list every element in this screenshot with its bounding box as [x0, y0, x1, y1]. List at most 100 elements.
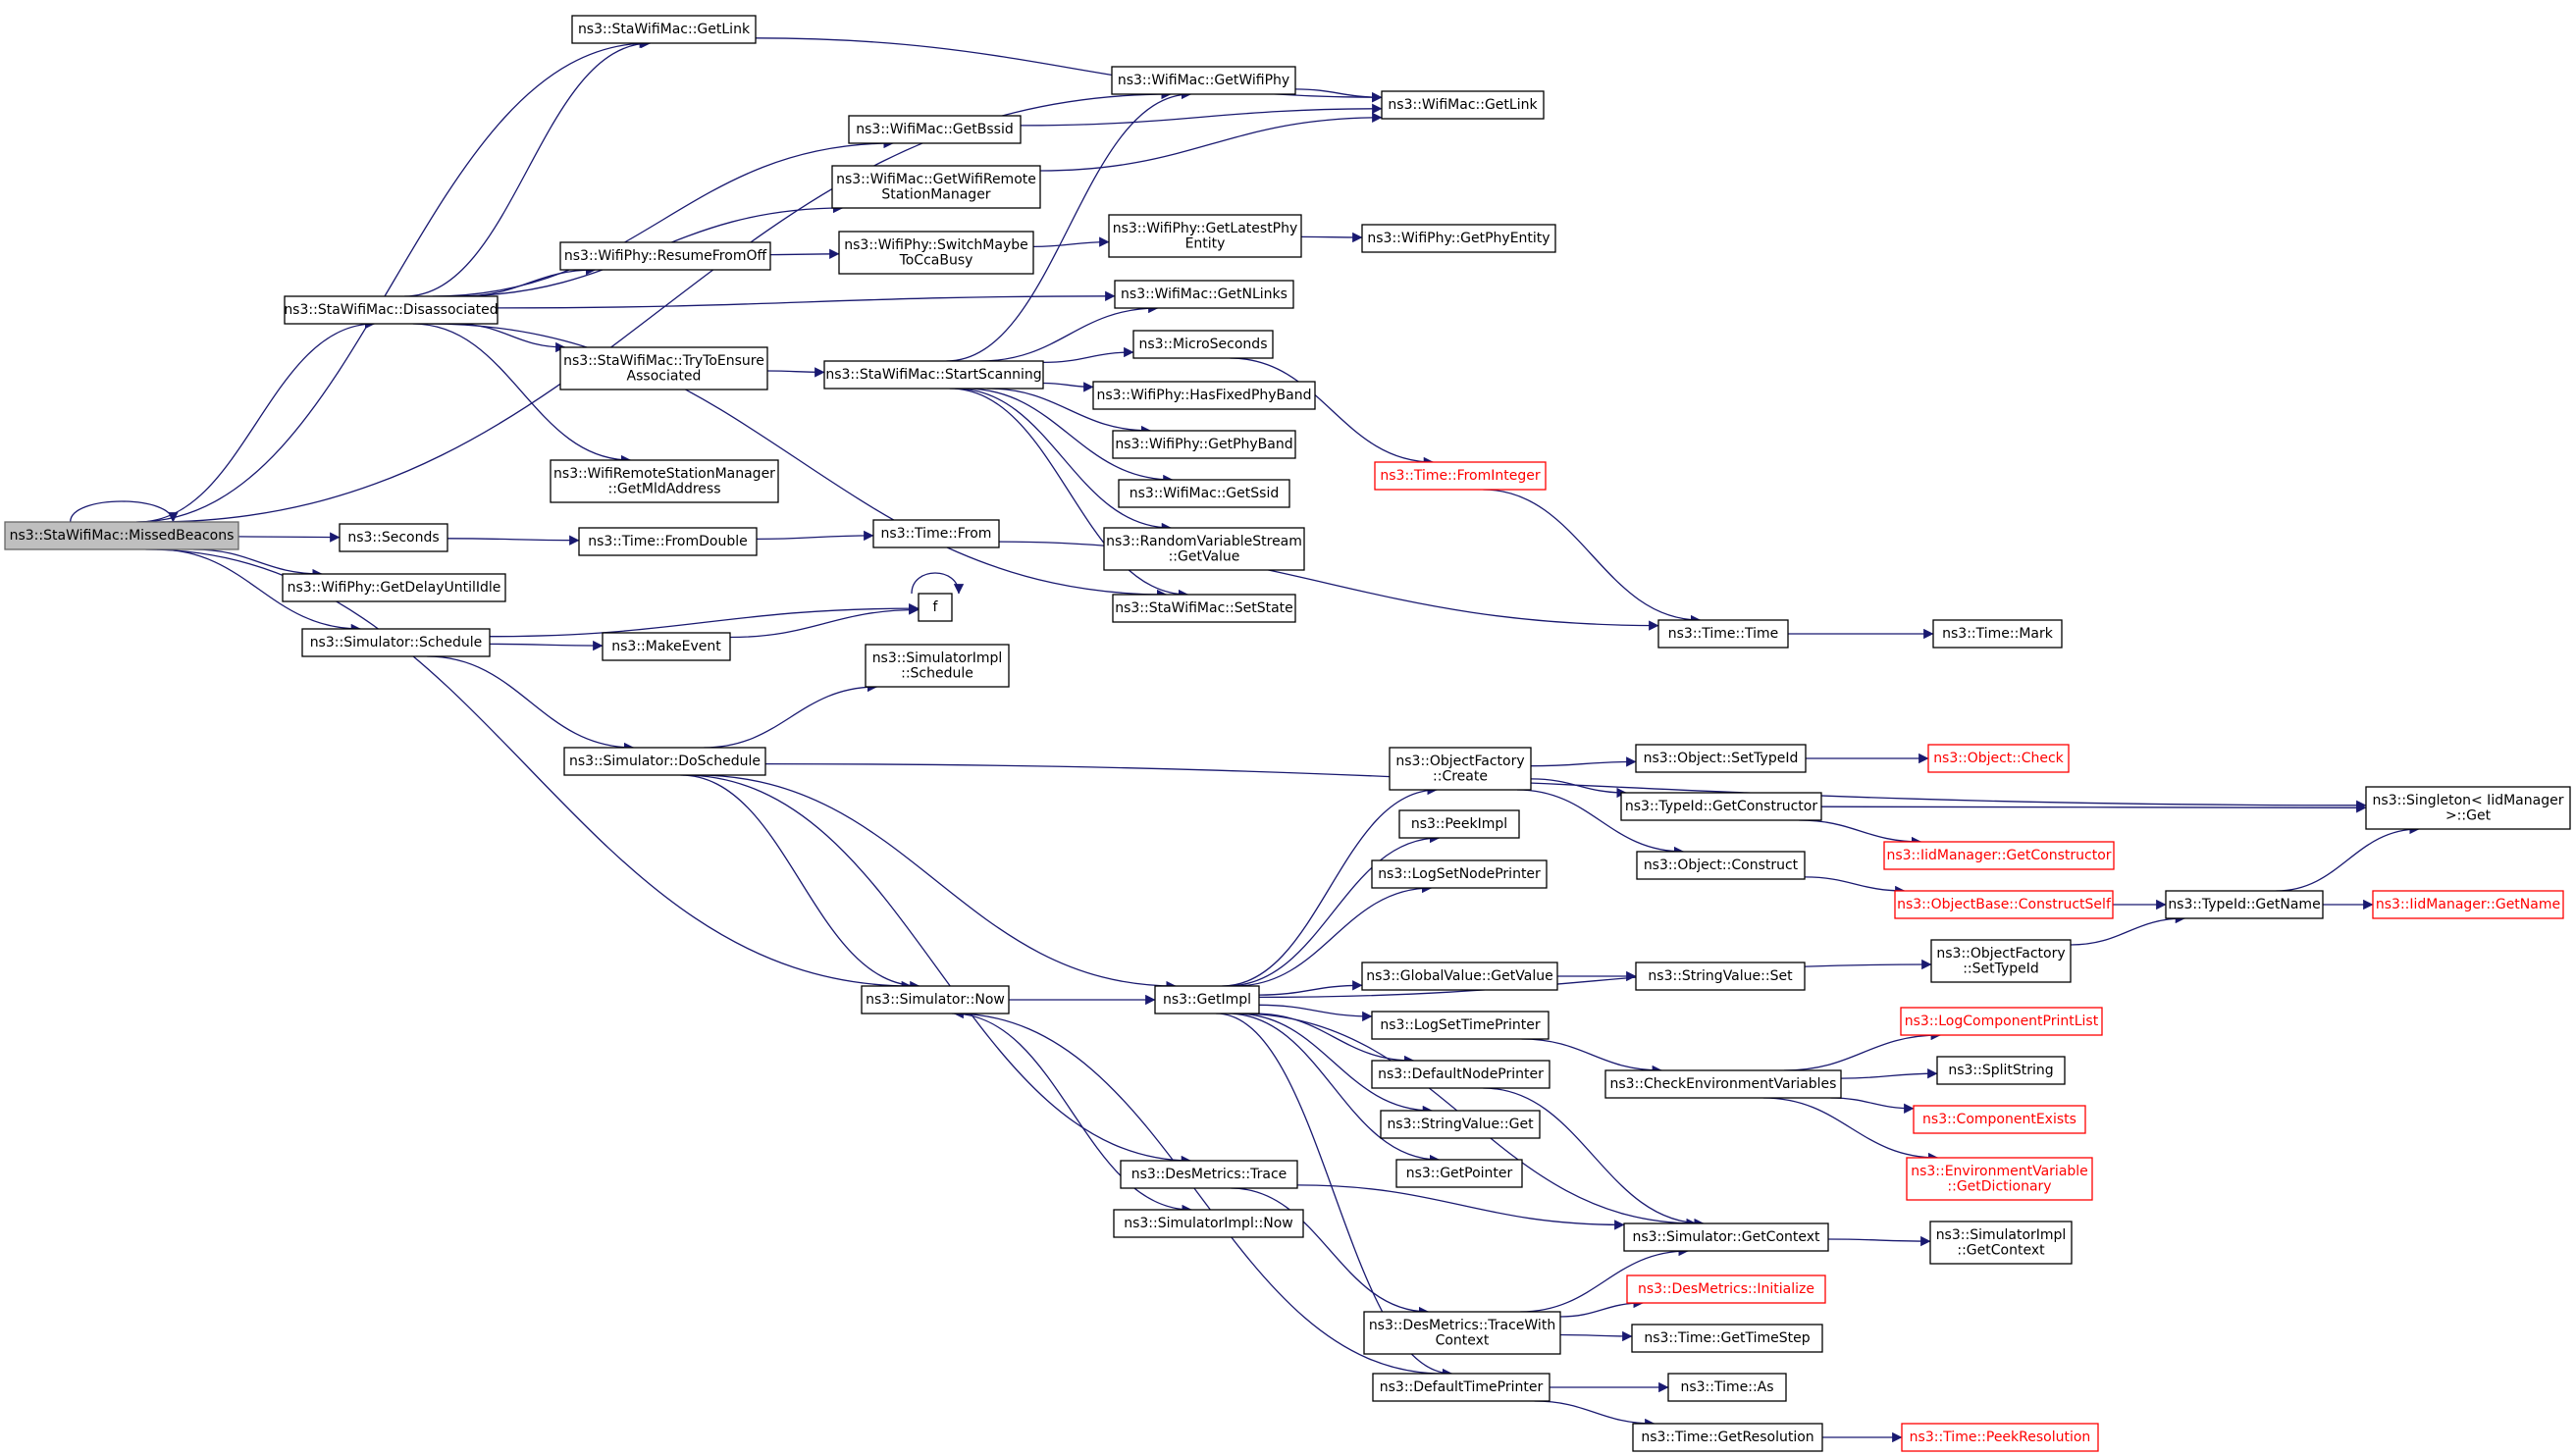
node-checkenv[interactable]: ns3::CheckEnvironmentVariables [1604, 1069, 1842, 1099]
node-splitstring[interactable]: ns3::SplitString [1936, 1056, 2066, 1085]
node-label: ns3::EnvironmentVariable [1911, 1164, 2088, 1179]
node-timemark[interactable]: ns3::Time::Mark [1932, 619, 2063, 649]
node-label: ::Create [1433, 768, 1488, 784]
node-label: ns3::StaWifiMac::SetState [1115, 600, 1293, 616]
node-desminit[interactable]: ns3::DesMetrics::Initialize [1626, 1274, 1826, 1304]
node-fromdouble[interactable]: ns3::Time::FromDouble [578, 527, 758, 556]
node-logcomplist[interactable]: ns3::LogComponentPrintList [1900, 1007, 2103, 1036]
node-doschedule[interactable]: ns3::Simulator::DoSchedule [563, 747, 766, 776]
node-getres[interactable]: ns3::Time::GetResolution [1632, 1423, 1823, 1452]
edge-desmtracectx-to-desminit [1559, 1297, 1644, 1318]
edge-simnow-to-simimplnow [952, 1013, 1192, 1216]
edge-disassoc-to-getbssid [432, 137, 894, 297]
node-box [563, 747, 766, 776]
node-objconstruct[interactable]: ns3::Object::Construct [1636, 851, 1806, 880]
node-label: ::GetMldAddress [608, 481, 721, 496]
node-tidgetname[interactable]: ns3::TypeId::GetName [2165, 890, 2324, 919]
node-micro[interactable]: ns3::MicroSeconds [1132, 330, 1274, 359]
node-f[interactable]: f [918, 593, 953, 622]
node-simimplsched[interactable]: ns3::SimulatorImpl::Schedule [865, 644, 1010, 688]
node-resume[interactable]: ns3::WifiPhy::ResumeFromOff [559, 241, 771, 271]
node-getconstructor[interactable]: ns3::TypeId::GetConstructor [1620, 792, 1822, 821]
node-fromint[interactable]: ns3::Time::FromInteger [1374, 461, 1547, 491]
node-box [1604, 1069, 1842, 1099]
edge-getconstructor-to-iidgetctor [1799, 819, 1922, 848]
node-getlink_sta[interactable]: ns3::StaWifiMac::GetLink [571, 15, 757, 44]
node-envgetdict[interactable]: ns3::EnvironmentVariable::GetDictionary [1906, 1157, 2093, 1201]
node-setstate[interactable]: ns3::StaWifiMac::SetState [1112, 594, 1296, 623]
node-logsettime[interactable]: ns3::LogSetTimePrinter [1371, 1011, 1550, 1040]
node-label: ns3::Simulator::DoSchedule [569, 754, 761, 769]
edge-missed-to-simnow [145, 548, 913, 992]
node-box [1932, 619, 2063, 649]
node-startscan[interactable]: ns3::StaWifiMac::StartScanning [823, 360, 1044, 390]
node-ofsettypeid[interactable]: ns3::ObjectFactory::SetTypeId [1930, 939, 2072, 983]
node-simgetctx[interactable]: ns3::Simulator::GetContext [1623, 1222, 1829, 1252]
node-deftimeprinter[interactable]: ns3::DefaultTimePrinter [1372, 1373, 1550, 1402]
node-getlink_wm[interactable]: ns3::WifiMac::GetLink [1381, 90, 1545, 120]
node-hasfixed[interactable]: ns3::WifiPhy::HasFixedPhyBand [1092, 381, 1316, 410]
node-box [1112, 430, 1296, 459]
node-peekres[interactable]: ns3::Time::PeekResolution [1901, 1423, 2099, 1452]
node-box [1361, 224, 1556, 253]
node-getpointer[interactable]: ns3::GetPointer [1395, 1159, 1523, 1188]
node-box [1906, 1157, 2093, 1201]
node-box [339, 523, 448, 552]
node-missed[interactable]: ns3::StaWifiMac::MissedBeacons [4, 521, 239, 550]
node-label: ns3::WifiMac::GetSsid [1130, 486, 1279, 501]
node-timetime[interactable]: ns3::Time::Time [1657, 619, 1789, 649]
node-constructself[interactable]: ns3::ObjectBase::ConstructSelf [1894, 890, 2114, 919]
node-timefrom[interactable]: ns3::Time::From [872, 519, 1000, 548]
node-getnlinks[interactable]: ns3::WifiMac::GetNLinks [1114, 280, 1294, 309]
node-makeevent[interactable]: ns3::MakeEvent [602, 632, 731, 661]
node-rvsgetvalue[interactable]: ns3::RandomVariableStream::GetValue [1103, 527, 1305, 571]
node-simimplnow[interactable]: ns3::SimulatorImpl::Now [1113, 1209, 1304, 1238]
node-logsetnode[interactable]: ns3::LogSetNodePrinter [1371, 859, 1548, 889]
node-getssid[interactable]: ns3::WifiMac::GetSsid [1118, 479, 1290, 508]
node-iidgetname[interactable]: ns3::IidManager::GetName [2372, 890, 2564, 919]
node-singleton[interactable]: ns3::Singleton< IidManager>::Get [2365, 786, 2571, 830]
node-svget[interactable]: ns3::StringValue::Get [1380, 1110, 1541, 1139]
node-box [578, 527, 758, 556]
node-simsched[interactable]: ns3::Simulator::Schedule [301, 628, 491, 657]
node-svset[interactable]: ns3::StringValue::Set [1635, 962, 1806, 991]
node-desmtrace[interactable]: ns3::DesMetrics::Trace [1120, 1160, 1298, 1189]
edge-switchmaybe-to-getlatest [1032, 236, 1110, 248]
node-simimplgetctx[interactable]: ns3::SimulatorImpl::GetContext [1929, 1221, 2073, 1265]
node-box [1374, 461, 1547, 491]
node-getimpl[interactable]: ns3::GetImpl [1154, 985, 1260, 1014]
node-simnow[interactable]: ns3::Simulator::Now [861, 985, 1010, 1014]
node-label: ns3::Time::PeekResolution [1910, 1430, 2091, 1445]
node-getmld[interactable]: ns3::WifiRemoteStationManager::GetMldAdd… [550, 459, 779, 503]
node-defnodeprinter[interactable]: ns3::DefaultNodePrinter [1371, 1060, 1550, 1089]
node-box [848, 115, 1022, 144]
node-label: ns3::WifiPhy::SwitchMaybe [844, 237, 1028, 253]
node-compexists[interactable]: ns3::ComponentExists [1913, 1105, 2086, 1134]
node-objfactcreate[interactable]: ns3::ObjectFactory::Create [1389, 747, 1532, 791]
node-timeas[interactable]: ns3::Time::As [1667, 1373, 1787, 1402]
node-settypeid[interactable]: ns3::Object::SetTypeId [1635, 744, 1807, 773]
node-gvgetvalue[interactable]: ns3::GlobalValue::GetValue [1361, 962, 1558, 991]
node-gettimestep[interactable]: ns3::Time::GetTimeStep [1631, 1324, 1823, 1353]
node-peekimpl[interactable]: ns3::PeekImpl [1398, 809, 1520, 839]
node-getwrsm[interactable]: ns3::WifiMac::GetWifiRemoteStationManage… [831, 165, 1041, 209]
node-box [284, 295, 499, 325]
edge-missed-to-getdelay [193, 548, 323, 580]
node-getphyband[interactable]: ns3::WifiPhy::GetPhyBand [1112, 430, 1296, 459]
node-box [559, 241, 771, 271]
node-objcheck[interactable]: ns3::Object::Check [1927, 744, 2070, 773]
graph-nodes: ns3::StaWifiMac::MissedBeaconsns3::StaWi… [4, 15, 2571, 1452]
node-getdelay[interactable]: ns3::WifiPhy::GetDelayUntilIdle [282, 573, 506, 602]
node-disassoc[interactable]: ns3::StaWifiMac::Disassociated [284, 295, 499, 325]
node-getphyentity[interactable]: ns3::WifiPhy::GetPhyEntity [1361, 224, 1556, 253]
node-getbssid[interactable]: ns3::WifiMac::GetBssid [848, 115, 1022, 144]
node-getwifiphy[interactable]: ns3::WifiMac::GetWifiPhy [1111, 66, 1296, 95]
node-iidgetctor[interactable]: ns3::IidManager::GetConstructor [1883, 841, 2115, 870]
node-seconds[interactable]: ns3::Seconds [339, 523, 448, 552]
node-box [1635, 962, 1806, 991]
